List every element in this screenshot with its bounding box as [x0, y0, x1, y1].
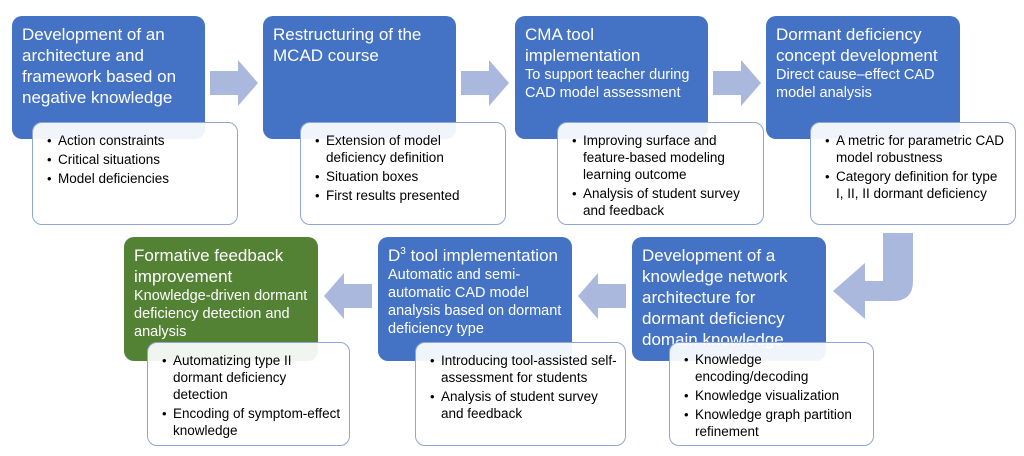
stage-6-details: •Introducing tool-assisted self-assessme… — [415, 342, 626, 446]
bullet-icon: • — [315, 188, 320, 203]
bullet-item: •Analysis of student survey and feedback — [572, 186, 740, 218]
stage-5-title: Development of a knowledge network archi… — [642, 246, 788, 349]
bullet-icon: • — [315, 133, 320, 148]
left-arrow-icon — [578, 273, 626, 319]
bullet-item: •Knowledge encoding/decoding — [684, 352, 809, 384]
bullet-item: •Model deficiencies — [47, 171, 170, 186]
bullet-item: •First results presented — [315, 188, 460, 203]
right-arrow-icon — [210, 60, 258, 106]
right-arrow-icon — [713, 60, 761, 106]
stage-3-title: CMA tool implementation — [525, 25, 641, 65]
curved-down-left-arrow-icon — [833, 233, 913, 319]
bullet-icon: • — [825, 169, 830, 184]
stage-7-title: Formative feedback improvement — [134, 246, 284, 286]
bullet-icon: • — [47, 133, 52, 148]
bullet-item: •Knowledge graph partition refinement — [684, 407, 852, 439]
bullet-item: •Analysis of student survey and feedback — [430, 389, 598, 421]
stage-3-box: CMA tool implementation To support teach… — [515, 16, 708, 139]
bullet-icon: • — [684, 388, 689, 403]
stage-4-title: Dormant deficiency concept development — [776, 25, 938, 65]
stage-1-details: •Action constraints •Critical situations… — [32, 122, 238, 225]
bullet-icon: • — [47, 152, 52, 167]
bullet-icon: • — [825, 133, 830, 148]
stage-3-details: •Improving surface and feature-based mod… — [557, 122, 764, 225]
bullet-icon: • — [430, 389, 435, 404]
stage-6-subtitle: Automatic and semi-automatic CAD model a… — [388, 267, 562, 337]
bullet-item: •Critical situations — [47, 152, 161, 167]
stage-4-box: Dormant deficiency concept development D… — [766, 16, 960, 139]
stage-4-details: •A metric for parametric CAD model robus… — [810, 122, 1016, 225]
stage-7-box: Formative feedback improvement Knowledge… — [124, 237, 318, 361]
bullet-item: •Automatizing type II dormant deficiency… — [162, 353, 292, 402]
bullet-item: •Improving surface and feature-based mod… — [572, 133, 725, 182]
bullet-icon: • — [572, 186, 577, 201]
bullet-icon: • — [684, 352, 689, 367]
stage-2-title: Restructuring of the MCAD course — [273, 25, 422, 65]
stage-7-details: •Automatizing type II dormant deficiency… — [147, 342, 350, 446]
bullet-item: •Category definition for type I, II, II … — [825, 169, 998, 201]
bullet-icon: • — [684, 407, 689, 422]
stage-7-subtitle: Knowledge-driven dormant deficiency dete… — [134, 288, 308, 340]
left-arrow-icon — [324, 273, 372, 319]
bullet-item: •Action constraints — [47, 133, 165, 148]
stage-3-subtitle: To support teacher during CAD model asse… — [525, 67, 690, 101]
stage-5-details: •Knowledge encoding/decoding •Knowledge … — [669, 342, 874, 446]
stage-1-title: Development of an architecture and frame… — [22, 25, 177, 107]
bullet-icon: • — [162, 353, 167, 368]
bullet-icon: • — [572, 133, 577, 148]
stage-6-title: D3 tool implementation — [388, 246, 558, 265]
stage-2-details: •Extension of model deficiency definitio… — [300, 122, 506, 225]
bullet-icon: • — [430, 353, 435, 368]
bullet-icon: • — [47, 171, 52, 186]
stage-1-box: Development of an architecture and frame… — [12, 16, 205, 139]
stage-2-box: Restructuring of the MCAD course — [263, 16, 456, 139]
stage-4-subtitle: Direct cause–effect CAD model analysis — [776, 67, 935, 101]
bullet-item: •Extension of model deficiency definitio… — [315, 133, 444, 165]
stage-6-box: D3 tool implementation Automatic and sem… — [378, 237, 572, 361]
bullet-item: •Situation boxes — [315, 169, 419, 184]
bullet-icon: • — [162, 406, 167, 421]
bullet-item: •Introducing tool-assisted self-assessme… — [430, 353, 617, 385]
bullet-item: •A metric for parametric CAD model robus… — [825, 133, 1005, 165]
bullet-icon: • — [315, 169, 320, 184]
bullet-item: •Knowledge visualization — [684, 388, 840, 403]
right-arrow-icon — [461, 60, 509, 106]
bullet-item: •Encoding of symptom-effect knowledge — [162, 406, 341, 438]
